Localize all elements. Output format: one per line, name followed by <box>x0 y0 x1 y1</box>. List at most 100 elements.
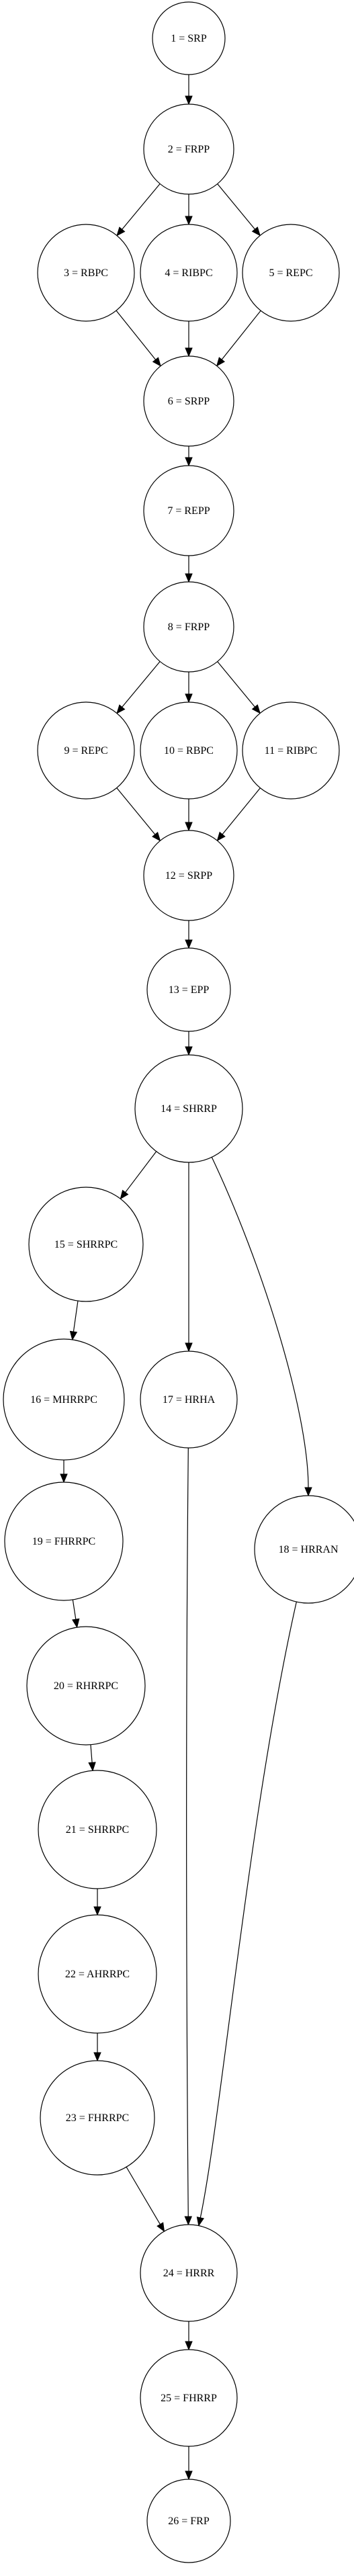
arrowhead <box>185 822 193 832</box>
node-circle <box>37 701 135 800</box>
edge-line <box>217 661 255 707</box>
node-1: 1 = SRP <box>152 1 226 75</box>
arrowhead <box>185 693 193 703</box>
arrowhead <box>185 347 193 357</box>
edge-6-7 <box>185 446 193 467</box>
arrowhead <box>185 2341 193 2351</box>
node-19: 19 = FHRRPC <box>4 1482 124 1601</box>
edge-24-25 <box>185 2321 193 2351</box>
edge-12-13 <box>185 920 193 949</box>
node-circle <box>37 224 135 322</box>
arrowhead <box>116 704 126 714</box>
node-circle <box>254 1495 354 1604</box>
node-circle <box>134 1054 243 1163</box>
edge-line <box>211 1157 309 1488</box>
edge-3-6 <box>116 310 161 367</box>
arrowhead <box>157 2222 165 2233</box>
node-label: 13 = EPP <box>169 984 210 996</box>
node-label: 26 = FRP <box>168 2516 210 2527</box>
node-17: 17 = HRHA <box>140 1350 238 1449</box>
edge-13-14 <box>185 1031 193 1056</box>
edge-22-23 <box>93 2033 101 2062</box>
arrowhead <box>216 357 226 367</box>
arrowhead <box>251 226 261 237</box>
edge-9-12 <box>116 787 161 842</box>
edge-line <box>222 787 261 835</box>
node-16: 16 = MHRRPC <box>3 1338 125 1461</box>
edge-14-15 <box>120 1151 157 1200</box>
node-circle <box>152 1 226 75</box>
edge-14-17 <box>185 1162 193 1353</box>
edge-line <box>116 310 157 360</box>
node-label: 9 = REPC <box>64 745 107 757</box>
edge-18-24 <box>196 1601 297 2227</box>
node-20: 20 = RHRRPC <box>26 1626 146 1746</box>
node-circle <box>140 2349 238 2447</box>
arrowhead <box>72 1618 80 1629</box>
node-label: 6 = SRPP <box>168 396 210 407</box>
node-9: 9 = REPC <box>37 701 135 800</box>
node-5: 5 = REPC <box>242 224 340 322</box>
edge-line <box>122 183 161 230</box>
node-label: 19 = FHRRPC <box>32 1536 95 1547</box>
node-7: 7 = REPP <box>143 465 234 556</box>
node-label: 14 = SHRRP <box>161 1103 217 1115</box>
node-label: 23 = FHRRPC <box>66 2112 129 2124</box>
edge-25-26 <box>185 2446 193 2481</box>
edge-4-6 <box>185 321 193 357</box>
edge-1-2 <box>185 75 193 105</box>
node-label: 7 = REPP <box>167 505 210 517</box>
edge-line <box>72 1599 77 1620</box>
node-label: 5 = REPC <box>269 267 312 279</box>
node-label: 3 = RBPC <box>64 267 108 279</box>
edge-19-20 <box>72 1599 80 1629</box>
arrowhead <box>185 457 193 467</box>
node-label: 16 = MHRRPC <box>30 1394 97 1406</box>
edge-line <box>116 787 156 835</box>
edge-8-9 <box>116 661 161 714</box>
node-circle <box>140 701 238 800</box>
arrowhead <box>93 2052 101 2062</box>
node-circle <box>143 103 234 195</box>
edge-5-6 <box>216 310 261 367</box>
arrowhead <box>185 1046 193 1056</box>
node-circle <box>28 1187 144 1302</box>
edge-8-10 <box>185 672 193 703</box>
node-25: 25 = FHRRP <box>140 2349 238 2447</box>
arrowhead <box>60 1473 68 1484</box>
edge-14-18 <box>211 1157 312 1497</box>
arrowhead <box>185 2471 193 2481</box>
edge-8-11 <box>217 661 261 714</box>
edge-11-12 <box>216 787 261 842</box>
edge-line <box>125 1151 157 1193</box>
node-circle <box>146 2479 231 2563</box>
node-2: 2 = FRPP <box>143 103 234 195</box>
node-label: 22 = AHRRPC <box>65 1969 130 1980</box>
arrowhead <box>304 1487 312 1497</box>
edge-7-8 <box>185 556 193 583</box>
node-circle <box>4 1482 124 1601</box>
edge-2-5 <box>217 183 261 237</box>
edge-21-22 <box>93 1889 101 1916</box>
node-15: 15 = SHRRPC <box>28 1187 144 1302</box>
edge-line <box>217 183 255 230</box>
node-label: 24 = HRRR <box>163 2268 215 2279</box>
node-circle <box>143 465 234 556</box>
node-11: 11 = RIBPC <box>242 701 340 800</box>
arrowhead <box>152 831 161 842</box>
arrowhead <box>120 1189 129 1200</box>
node-14: 14 = SHRRP <box>134 1054 243 1163</box>
node-22: 22 = AHRRPC <box>38 1914 157 2034</box>
node-10: 10 = RBPC <box>140 701 238 800</box>
arrowhead <box>69 1330 78 1341</box>
arrowhead <box>185 95 193 105</box>
node-label: 10 = RBPC <box>164 745 214 757</box>
arrowhead <box>88 1762 96 1772</box>
arrowhead <box>185 216 193 226</box>
node-circle <box>143 830 234 921</box>
node-8: 8 = FRPP <box>143 581 234 673</box>
arrowhead <box>93 1906 101 1916</box>
node-12: 12 = SRPP <box>143 830 234 921</box>
node-6: 6 = SRPP <box>143 355 234 447</box>
